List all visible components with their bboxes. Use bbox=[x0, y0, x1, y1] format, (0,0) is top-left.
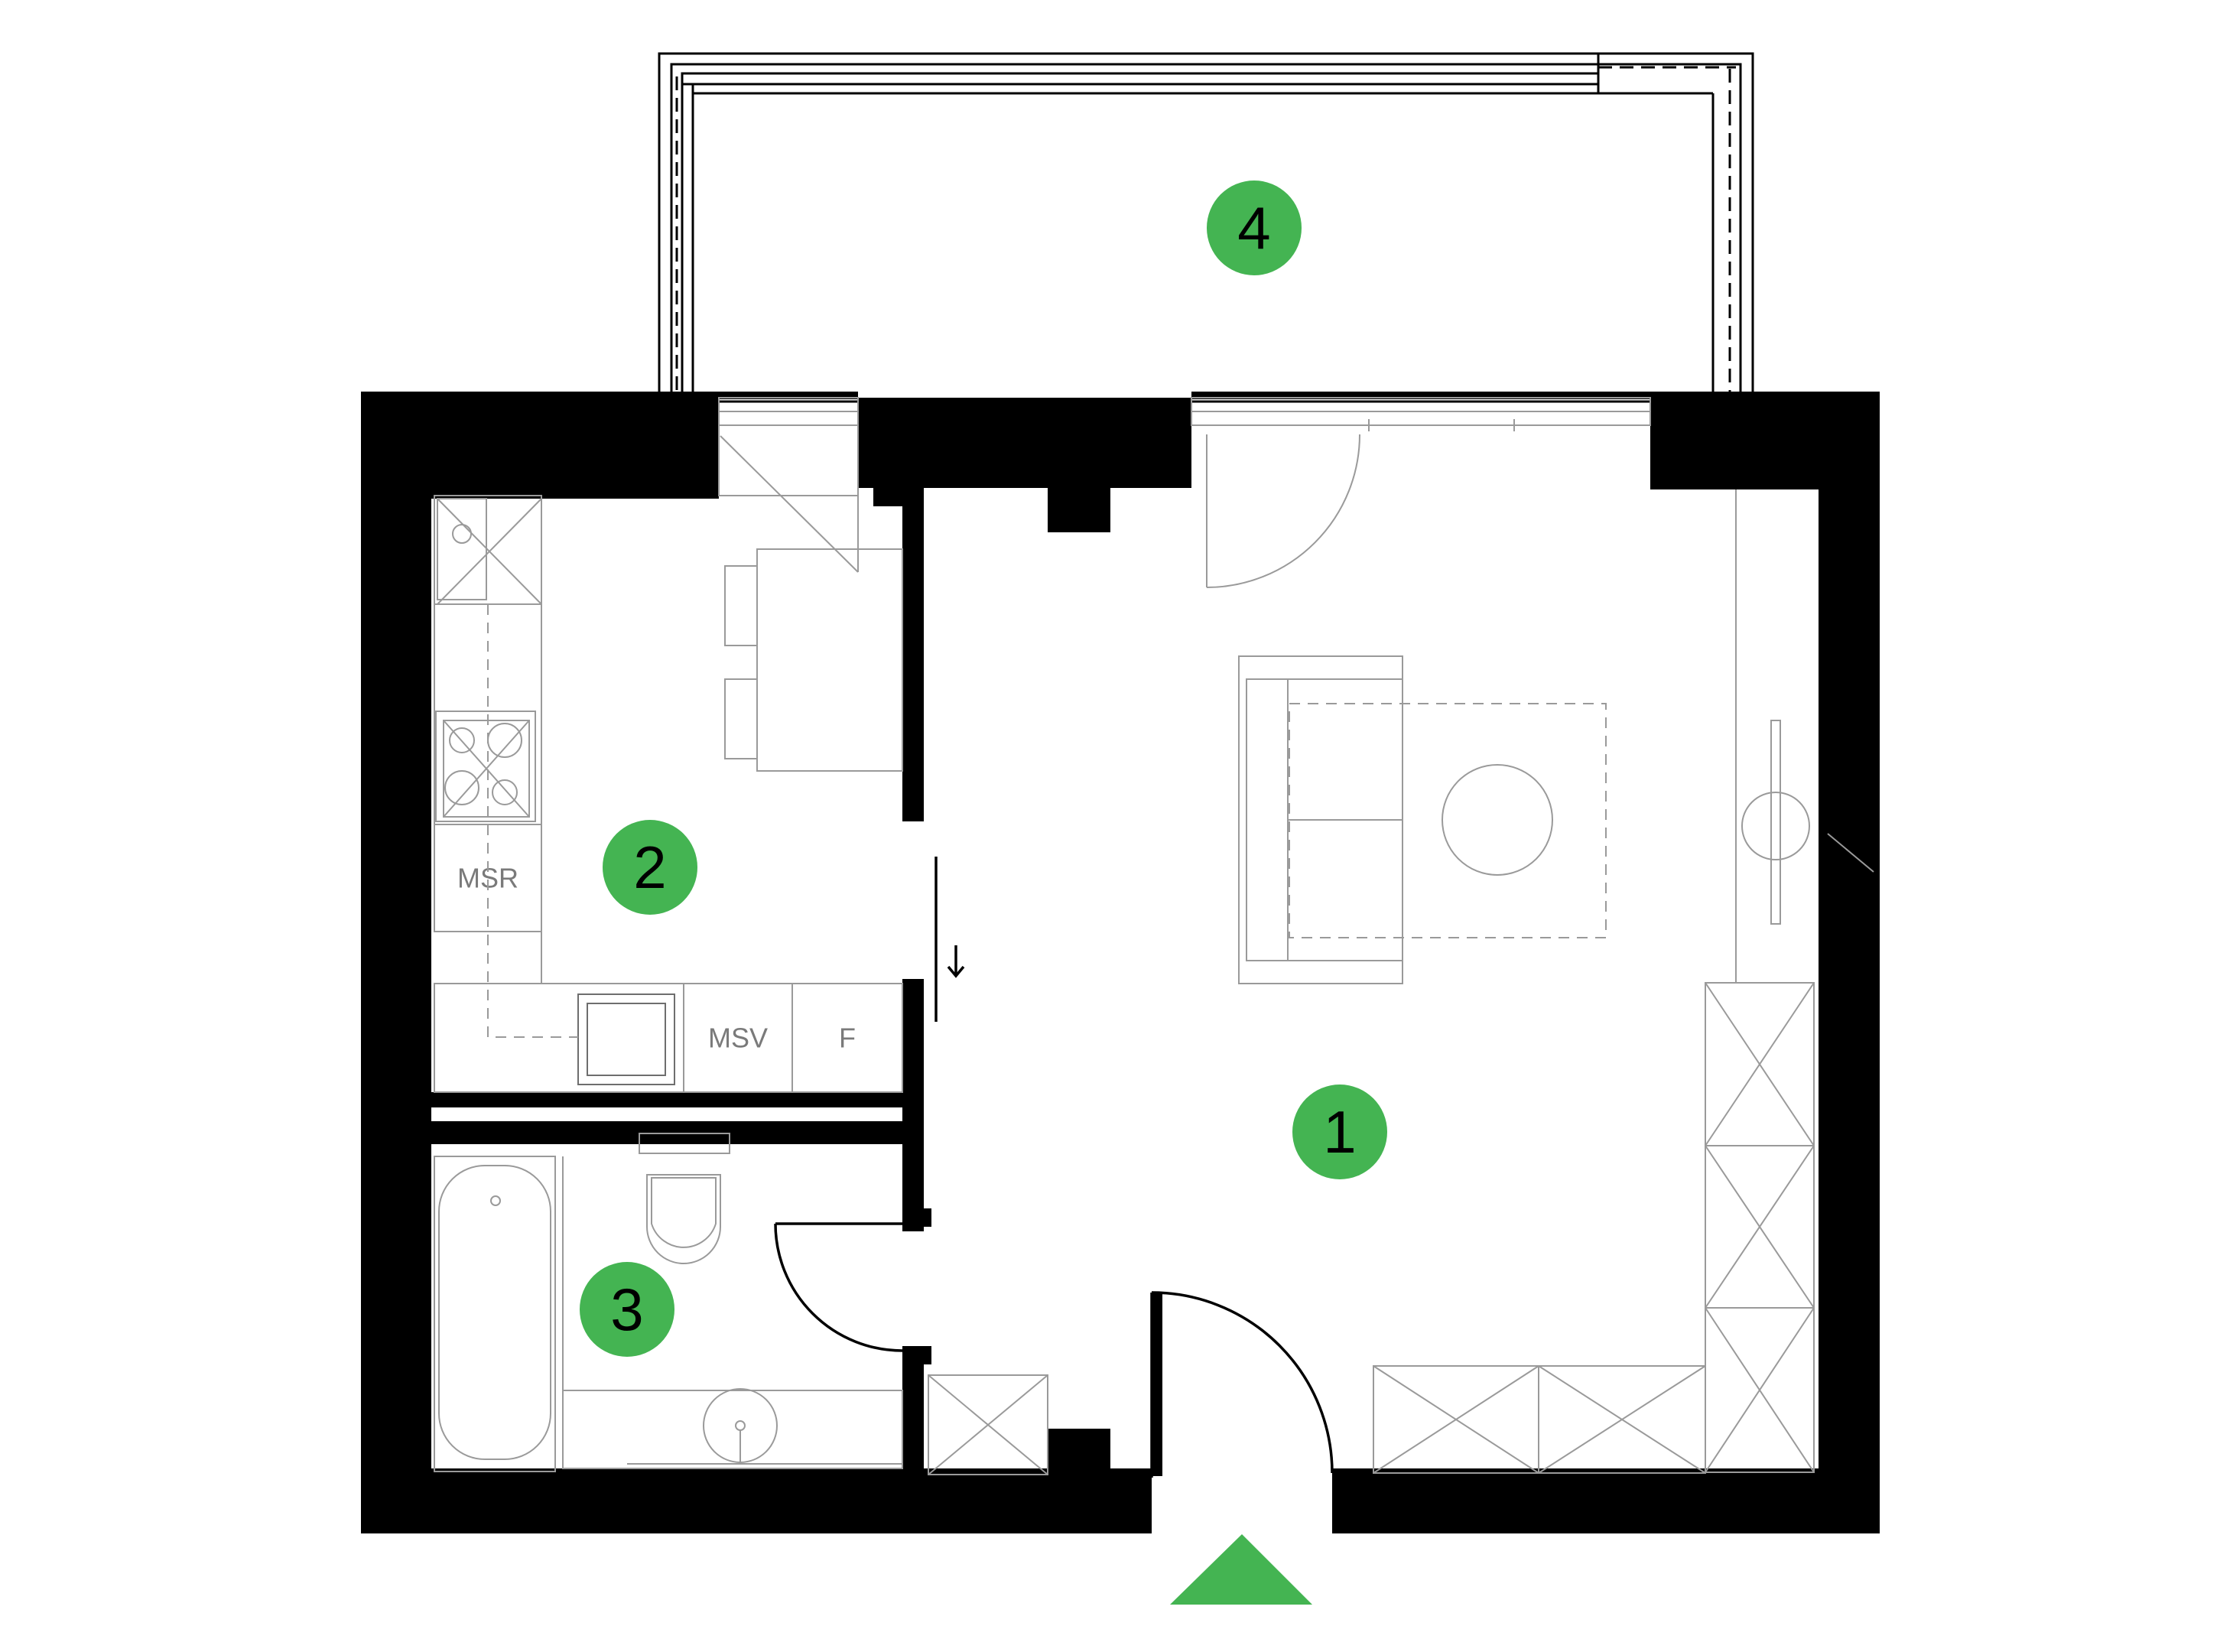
room-marker-2: 2 bbox=[603, 820, 697, 915]
bathroom bbox=[434, 1133, 903, 1472]
room-number-1: 1 bbox=[1323, 1098, 1356, 1166]
room-marker-3: 3 bbox=[580, 1262, 674, 1357]
room-number-2: 2 bbox=[633, 834, 666, 901]
exterior-walls bbox=[361, 392, 1880, 1533]
windows bbox=[718, 397, 1651, 431]
room-number-4: 4 bbox=[1237, 194, 1270, 262]
kitchen: MSR MSV F bbox=[434, 424, 903, 1093]
room-marker-4: 4 bbox=[1207, 180, 1302, 275]
interior-walls bbox=[417, 467, 1162, 1484]
balcony bbox=[658, 52, 1754, 403]
msv-label: MSV bbox=[708, 1023, 768, 1054]
fridge-label: F bbox=[839, 1023, 856, 1054]
living-room bbox=[928, 434, 1874, 1478]
room-number-3: 3 bbox=[610, 1276, 643, 1343]
entrance-arrow-icon bbox=[1170, 1534, 1312, 1605]
room-marker-1: 1 bbox=[1292, 1085, 1387, 1179]
